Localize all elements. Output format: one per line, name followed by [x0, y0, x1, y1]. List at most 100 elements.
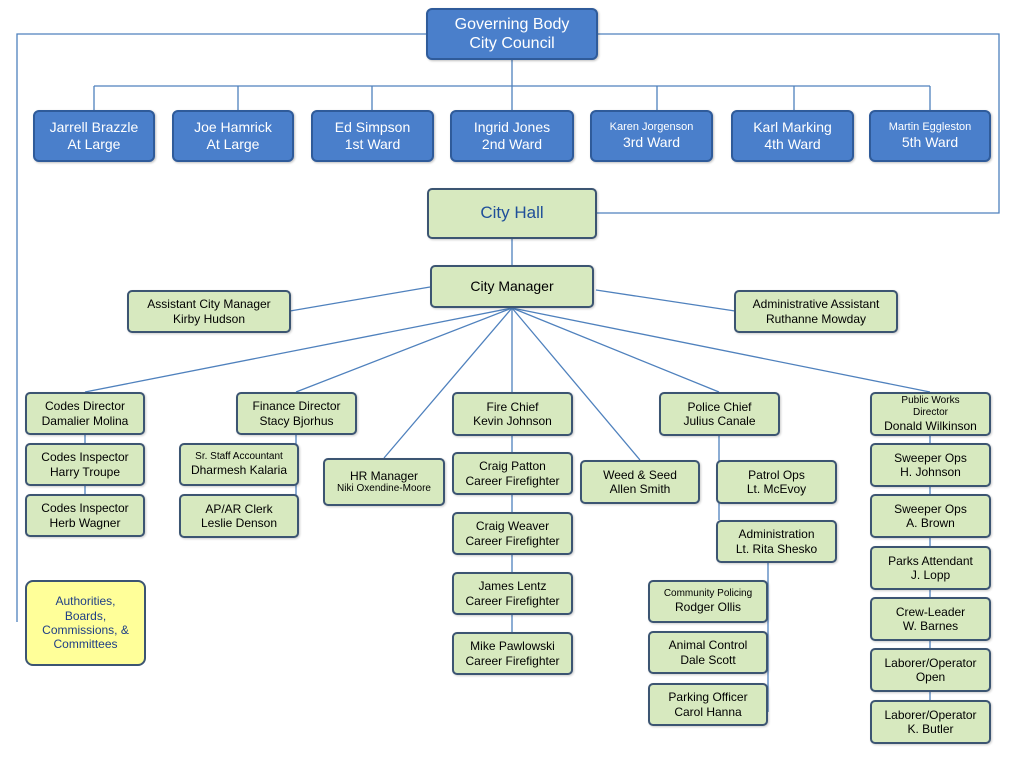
position-title: Crew-Leader [895, 604, 966, 619]
position-title: Career Firefighter [465, 653, 560, 668]
council-member-role: 3rd Ward [622, 134, 681, 151]
city-manager-box: City Manager [430, 265, 594, 308]
position-holder: W. Barnes [902, 619, 959, 633]
position-holder: Allen Smith [609, 482, 671, 496]
council-member-role: 1st Ward [344, 136, 401, 152]
council-member-name: Karen Jorgenson [609, 121, 694, 133]
position-holder: Damalier Molina [41, 413, 129, 428]
council-member-role: 5th Ward [901, 134, 959, 151]
position-holder: Herb Wagner [49, 515, 121, 530]
position-holder: J. Lopp [910, 568, 951, 582]
position-holder: Ruthanne Mowday [765, 311, 867, 326]
position-title: Codes Director [44, 399, 126, 414]
position-title: Codes Inspector [41, 501, 129, 516]
finance-staff-box: AP/AR Clerk Leslie Denson [179, 494, 299, 538]
council-member-role: At Large [67, 136, 121, 152]
position-title: AP/AR Clerk [205, 501, 273, 516]
council-member-box: Karen Jorgenson 3rd Ward [590, 110, 713, 162]
police-chief-box: Police Chief Julius Canale [659, 392, 780, 436]
position-title: Sweeper Ops [894, 450, 967, 465]
position-title: Animal Control [668, 638, 748, 653]
codes-inspector-box: Codes Inspector Herb Wagner [25, 494, 145, 537]
council-member-box: Ingrid Jones 2nd Ward [450, 110, 574, 162]
firefighter-box: James Lentz Career Firefighter [452, 572, 573, 615]
position-title: Weed & Seed [603, 467, 677, 482]
position-title: Sweeper Ops [894, 501, 967, 516]
finance-director-box: Finance Director Stacy Bjorhus [236, 392, 357, 435]
fire-chief-box: Fire Chief Kevin Johnson [452, 392, 573, 436]
position-holder: Dharmesh Kalaria [190, 463, 288, 478]
position-holder: Lt. Rita Shesko [735, 541, 818, 556]
position-title: Administration [738, 527, 815, 542]
position-holder: Kirby Hudson [172, 311, 246, 326]
council-member-name: Ingrid Jones [473, 119, 551, 136]
governing-body-title: Governing Body [454, 15, 570, 33]
position-title: Laborer/Operator [884, 655, 977, 670]
police-staff-box: Animal Control Dale Scott [648, 631, 768, 674]
council-member-name: Ed Simpson [334, 119, 411, 136]
authorities-label: Authorities, Boards, Commissions, & Comm… [42, 594, 129, 652]
public-works-staff-box: Sweeper Ops A. Brown [870, 494, 991, 538]
position-holder: Niki Oxendine-Moore [337, 483, 431, 495]
position-title: Public Works Director [901, 394, 960, 418]
position-title: Patrol Ops [748, 467, 805, 482]
council-member-box: Karl Marking 4th Ward [731, 110, 854, 162]
position-holder: Carol Hanna [674, 704, 742, 719]
police-staff-box: Parking Officer Carol Hanna [648, 683, 768, 726]
position-title: Assistant City Manager [147, 297, 271, 312]
council-member-name: Jarrell Brazzle [49, 119, 139, 136]
codes-director-box: Codes Director Damalier Molina [25, 392, 145, 435]
position-title: Career Firefighter [465, 533, 560, 548]
council-member-name: Martin Eggleston [888, 121, 972, 133]
position-holder: H. Johnson [900, 465, 961, 479]
council-member-role: At Large [206, 136, 260, 152]
public-works-director-box: Public Works Director Donald Wilkinson [870, 392, 991, 436]
city-hall-box: City Hall [427, 188, 597, 239]
position-holder: Donald Wilkinson [884, 418, 977, 433]
council-member-role: 4th Ward [764, 136, 821, 152]
firefighter-box: Mike Pawlowski Career Firefighter [452, 632, 573, 675]
hr-manager-box: HR Manager Niki Oxendine-Moore [323, 458, 445, 506]
position-title: Administrative Assistant [752, 297, 880, 312]
weed-seed-box: Weed & Seed Allen Smith [580, 460, 700, 504]
council-member-name: Joe Hamrick [194, 119, 272, 136]
police-administration-box: Administration Lt. Rita Shesko [716, 520, 837, 563]
position-title: Finance Director [252, 399, 341, 414]
police-staff-box: Community Policing Rodger Ollis [648, 580, 768, 623]
position-holder: Harry Troupe [49, 464, 121, 479]
position-title: Police Chief [687, 399, 752, 414]
position-title: Laborer/Operator [884, 707, 977, 722]
position-holder: Julius Canale [683, 414, 756, 428]
firefighter-box: Craig Weaver Career Firefighter [452, 512, 573, 555]
position-title: Sr. Staff Accountant [195, 451, 283, 463]
council-member-box: Jarrell Brazzle At Large [33, 110, 155, 162]
position-title: Community Policing [663, 588, 753, 600]
public-works-staff-box: Laborer/Operator Open [870, 648, 991, 692]
position-title: Codes Inspector [41, 450, 129, 465]
administrative-assistant-box: Administrative Assistant Ruthanne Mowday [734, 290, 898, 333]
position-holder: Lt. McEvoy [746, 482, 807, 496]
finance-staff-box: Sr. Staff Accountant Dharmesh Kalaria [179, 443, 299, 486]
position-holder: Mike Pawlowski [470, 639, 555, 654]
position-holder: Craig Patton [479, 459, 546, 474]
position-holder: Rodger Ollis [674, 600, 742, 615]
position-title: Fire Chief [486, 399, 539, 414]
position-holder: K. Butler [907, 722, 954, 736]
governing-body-box: Governing Body City Council [426, 8, 598, 60]
firefighter-box: Craig Patton Career Firefighter [452, 452, 573, 495]
codes-inspector-box: Codes Inspector Harry Troupe [25, 443, 145, 486]
council-member-box: Joe Hamrick At Large [172, 110, 294, 162]
position-holder: Stacy Bjorhus [259, 413, 334, 428]
city-hall-label: City Hall [480, 203, 544, 223]
council-member-role: 2nd Ward [481, 136, 543, 152]
position-holder: Leslie Denson [200, 516, 278, 530]
patrol-ops-box: Patrol Ops Lt. McEvoy [716, 460, 837, 504]
public-works-staff-box: Laborer/Operator K. Butler [870, 700, 991, 744]
city-manager-label: City Manager [470, 278, 554, 295]
position-title: Career Firefighter [465, 473, 560, 488]
position-holder: A. Brown [906, 516, 955, 530]
position-title: HR Manager [349, 468, 419, 483]
governing-body-subtitle: City Council [469, 35, 555, 52]
assistant-city-manager-box: Assistant City Manager Kirby Hudson [127, 290, 291, 333]
position-title: Parks Attendant [888, 553, 973, 568]
